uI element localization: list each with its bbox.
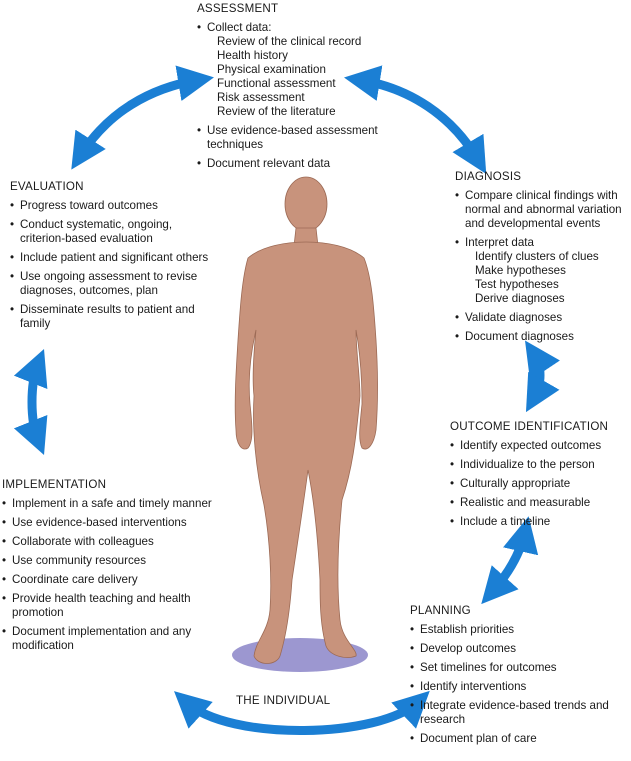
center-label: THE INDIVIDUAL bbox=[236, 694, 331, 707]
arrow-implementation-evaluation bbox=[13, 348, 48, 456]
sub-item: Derive diagnoses bbox=[475, 292, 565, 305]
outcome-heading: OUTCOME IDENTIFICATION bbox=[450, 420, 609, 433]
outcome-section: OUTCOME IDENTIFICATION Identify expected… bbox=[450, 420, 628, 534]
outcome-list: Identify expected outcomes Individualize… bbox=[450, 439, 628, 529]
list-item: Progress toward outcomes bbox=[10, 199, 215, 213]
list-item: Establish priorities bbox=[410, 623, 620, 637]
sub-item: Risk assessment bbox=[217, 91, 305, 104]
arrow-planning-implementation bbox=[173, 690, 430, 735]
evaluation-section: EVALUATION Progress toward outcomes Cond… bbox=[10, 180, 215, 336]
assessment-heading: ASSESSMENT bbox=[197, 2, 279, 15]
list-item: Collaborate with colleagues bbox=[2, 535, 217, 549]
list-item: Realistic and measurable bbox=[450, 496, 628, 510]
sub-item: Test hypotheses bbox=[475, 278, 559, 291]
list-item: Conduct systematic, ongoing, criterion-b… bbox=[10, 218, 215, 246]
diagnosis-list: Compare clinical findings with normal an… bbox=[455, 189, 631, 344]
arrow-evaluation-assessment bbox=[71, 65, 214, 170]
assessment-list: Collect data: Review of the clinical rec… bbox=[197, 21, 387, 171]
implementation-section: IMPLEMENTATION Implement in a safe and t… bbox=[2, 478, 217, 658]
sub-item: Make hypotheses bbox=[475, 264, 566, 277]
implementation-list: Implement in a safe and timely manner Us… bbox=[2, 497, 217, 653]
diagnosis-section: DIAGNOSIS Compare clinical findings with… bbox=[455, 170, 631, 349]
list-item: Include patient and significant others bbox=[10, 251, 215, 265]
sub-item: Identify clusters of clues bbox=[475, 250, 599, 263]
list-item: Collect data: Review of the clinical rec… bbox=[197, 21, 387, 119]
planning-list: Establish priorities Develop outcomes Se… bbox=[410, 623, 620, 746]
list-item: Culturally appropriate bbox=[450, 477, 628, 491]
arrow-diagnosis-outcome bbox=[525, 340, 560, 413]
planning-section: PLANNING Establish priorities Develop ou… bbox=[410, 604, 620, 751]
list-item: Disseminate results to patient and famil… bbox=[10, 303, 215, 331]
human-figure bbox=[234, 176, 378, 664]
arrow-outcome-planning bbox=[481, 516, 539, 605]
planning-heading: PLANNING bbox=[410, 604, 471, 617]
list-item: Provide health teaching and health promo… bbox=[2, 592, 217, 620]
sub-item: Physical examination bbox=[217, 63, 326, 76]
list-item: Include a timeline bbox=[450, 515, 628, 529]
list-item: Coordinate care delivery bbox=[2, 573, 217, 587]
list-item: Use evidence-based assessment techniques bbox=[197, 124, 387, 152]
list-item: Compare clinical findings with normal an… bbox=[455, 189, 631, 231]
assessment-section: ASSESSMENT Collect data: Review of the c… bbox=[197, 2, 387, 176]
list-item: Document plan of care bbox=[410, 732, 620, 746]
list-item: Document relevant data bbox=[197, 157, 387, 171]
list-item: Document implementation and any modifica… bbox=[2, 625, 217, 653]
list-item: Identify interventions bbox=[410, 680, 620, 694]
list-item: Integrate evidence-based trends and rese… bbox=[410, 699, 620, 727]
sub-item: Review of the clinical record bbox=[217, 35, 362, 48]
evaluation-list: Progress toward outcomes Conduct systema… bbox=[10, 199, 215, 331]
sub-item: Functional assessment bbox=[217, 77, 336, 90]
list-item: Interpret data Identify clusters of clue… bbox=[455, 236, 631, 306]
list-item: Set timelines for outcomes bbox=[410, 661, 620, 675]
list-item: Identify expected outcomes bbox=[450, 439, 628, 453]
list-item: Use community resources bbox=[2, 554, 217, 568]
list-item: Document diagnoses bbox=[455, 330, 631, 344]
implementation-heading: IMPLEMENTATION bbox=[2, 478, 107, 491]
list-item: Develop outcomes bbox=[410, 642, 620, 656]
list-item: Validate diagnoses bbox=[455, 311, 631, 325]
list-item: Individualize to the person bbox=[450, 458, 628, 472]
cycle-arrows bbox=[13, 65, 560, 735]
list-item: Use evidence-based interventions bbox=[2, 516, 217, 530]
list-item: Use ongoing assessment to revise diagnos… bbox=[10, 270, 215, 298]
list-item: Implement in a safe and timely manner bbox=[2, 497, 217, 511]
sub-item: Review of the literature bbox=[217, 105, 336, 118]
sub-item: Health history bbox=[217, 49, 288, 62]
diagnosis-heading: DIAGNOSIS bbox=[455, 170, 522, 183]
evaluation-heading: EVALUATION bbox=[10, 180, 84, 193]
